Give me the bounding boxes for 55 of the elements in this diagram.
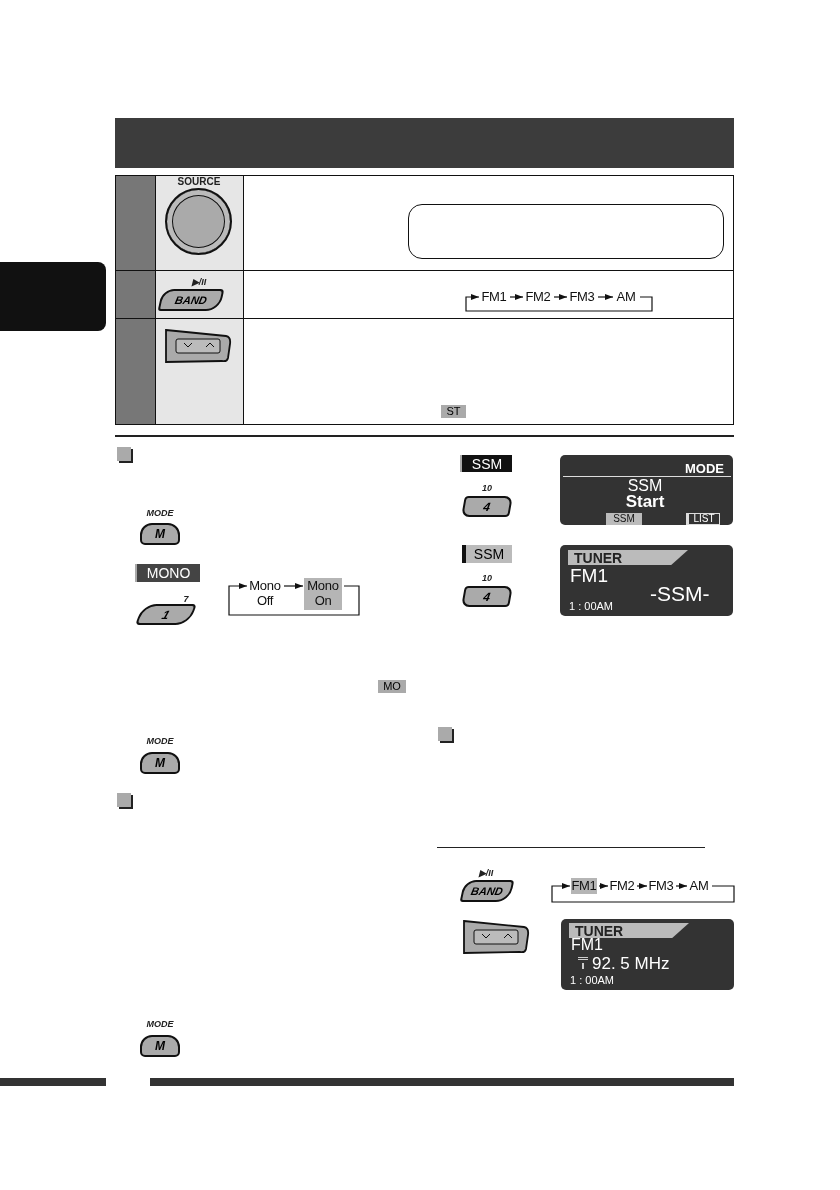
number-button: 1 (135, 604, 197, 625)
arrow (553, 294, 568, 300)
button-caption: SOURCE (177, 176, 221, 187)
cycle-step: FM1 (480, 289, 508, 305)
mode-button: M (140, 752, 180, 774)
button-caption: MODE (146, 508, 174, 518)
arrow (465, 294, 653, 312)
cycle-step: FM3 (568, 289, 596, 305)
display-banner: TUNER (568, 550, 688, 565)
number-button: 4 (461, 496, 513, 517)
indicator-label: SSM (462, 545, 512, 563)
display-banner: TUNER (569, 923, 689, 938)
cycle-step: FM1 (571, 878, 597, 894)
side-tab (0, 262, 106, 331)
arrow (675, 883, 688, 889)
cycle-step: AM (614, 289, 638, 305)
indicator-label: SSM (606, 513, 642, 525)
display-text: -SSM- (650, 583, 710, 604)
arrow (283, 583, 304, 589)
button-caption: 10 (482, 483, 492, 493)
display-text: 92. 5 MHz (592, 955, 670, 972)
button-caption: MODE (146, 1019, 174, 1029)
cycle-step: AM (688, 878, 710, 894)
arrow (636, 883, 648, 889)
mode-button: M (140, 1035, 180, 1057)
cycle-step: Mono On (304, 578, 342, 610)
display-text: FM1 (570, 566, 608, 585)
indicator-label: SSM (462, 455, 512, 472)
button-caption: ▶/II (478, 868, 494, 878)
cycle-step: FM2 (524, 289, 552, 305)
number-button: 4 (461, 586, 513, 607)
indicator-label: ST (441, 405, 466, 418)
arrow (598, 883, 609, 889)
button-caption: ▶/II (191, 277, 207, 287)
cycle-step: Mono Off (248, 578, 282, 609)
indicator-label: LIST (686, 513, 720, 525)
display-text: 1 : 00AM (569, 601, 614, 612)
arrow (551, 883, 735, 903)
arrow (228, 583, 360, 616)
button-caption: 10 (482, 573, 492, 583)
arrow (597, 294, 614, 300)
arrow (509, 294, 524, 300)
cycle-step: FM3 (648, 878, 674, 894)
cycle-step: FM2 (609, 878, 635, 894)
display-text: 1 : 00AM (570, 975, 615, 986)
indicator-label: MONO (137, 564, 200, 582)
display-text: SSM (627, 478, 663, 494)
display-text: Start (625, 493, 665, 510)
button-caption: MODE (146, 736, 174, 746)
mode-button: M (140, 523, 180, 545)
indicator-label: MO (378, 680, 406, 693)
button-caption: 7 (183, 594, 189, 604)
display-text: MODE (685, 462, 724, 475)
display-text: FM1 (571, 937, 603, 953)
band-button: BAND (459, 880, 515, 902)
